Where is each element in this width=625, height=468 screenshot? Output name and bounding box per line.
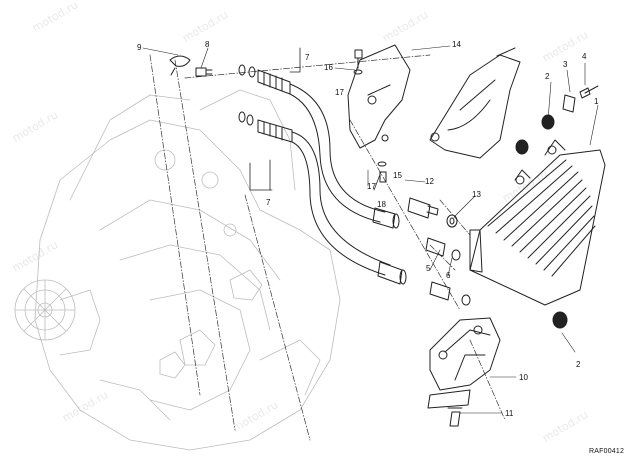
callout-11: 11 [505, 409, 514, 418]
callout-8: 8 [205, 40, 210, 49]
oil-hoses [289, 83, 391, 276]
callout-13: 13 [472, 190, 481, 199]
washer-part-6 [451, 249, 471, 306]
callout-14: 14 [452, 40, 461, 49]
callout-12: 12 [425, 177, 434, 186]
callout-7a: 7 [305, 53, 310, 62]
callout-4: 4 [582, 52, 587, 61]
engine-block-ghost [14, 89, 341, 451]
callout-9: 9 [137, 43, 142, 52]
hose-fitting-upper [257, 69, 293, 143]
callout-3: 3 [563, 60, 568, 69]
leader-lines [142, 45, 599, 414]
callout-17b: 17 [367, 182, 376, 191]
callout-5: 5 [426, 264, 431, 273]
bushing-part-3 [562, 94, 576, 113]
oil-cooler-part-1 [469, 139, 606, 306]
callout-17a: 17 [335, 88, 344, 97]
union-fitting-part-12 [407, 197, 439, 219]
screw-part-18 [379, 171, 387, 183]
clip-part-9 [169, 55, 191, 76]
screw-part-16 [354, 49, 363, 69]
bolt-part-11 [447, 407, 463, 427]
washer-part-13 [446, 214, 458, 228]
callout-2a: 2 [545, 72, 550, 81]
alignment-lines [149, 54, 506, 441]
grommet-part-2 [515, 114, 568, 329]
bracket-part-10 [427, 317, 501, 409]
callout-16: 16 [324, 63, 333, 72]
callout-6: 6 [446, 271, 451, 280]
label-brackets [249, 47, 382, 191]
callout-10: 10 [519, 373, 528, 382]
washer-part-17 [353, 69, 387, 167]
upper-hose-seals [238, 64, 256, 126]
bolt-part-8 [195, 67, 213, 77]
hose-end-fittings [372, 207, 407, 285]
drawing-code: RAF00412 [589, 448, 625, 455]
side-cover-part [347, 44, 411, 149]
air-duct-part-14 [429, 47, 521, 159]
callout-2b: 2 [576, 360, 581, 369]
callout-15: 15 [393, 171, 402, 180]
callout-7b: 7 [266, 198, 271, 207]
callout-1: 1 [594, 97, 599, 106]
callout-18: 18 [377, 200, 386, 209]
fitting-part-5 [425, 237, 451, 301]
screw-part-4 [579, 85, 599, 99]
